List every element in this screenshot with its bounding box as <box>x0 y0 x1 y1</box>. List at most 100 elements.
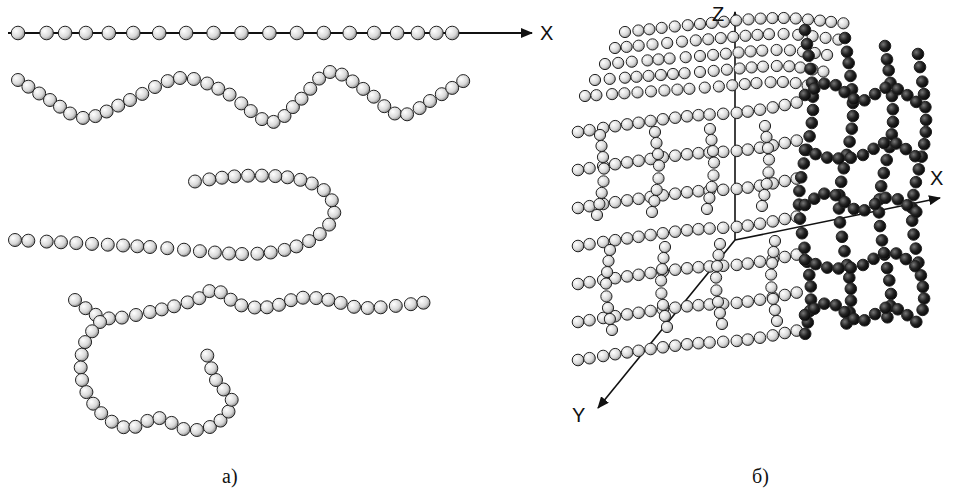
bead <box>754 104 766 116</box>
bead <box>304 82 317 95</box>
bead <box>754 294 766 306</box>
bead <box>708 49 719 60</box>
bead <box>878 167 890 179</box>
bead <box>672 84 683 95</box>
bead <box>76 374 89 387</box>
bead <box>79 26 93 40</box>
bead <box>633 307 645 319</box>
bead <box>430 26 444 40</box>
bead <box>572 354 584 366</box>
bead <box>141 414 154 427</box>
bead <box>649 126 660 137</box>
bead <box>763 154 774 165</box>
bead <box>596 187 607 198</box>
bead <box>656 288 667 299</box>
bead <box>878 137 890 149</box>
bead <box>731 183 743 195</box>
bead <box>669 340 681 352</box>
bead <box>216 171 229 184</box>
bead <box>572 202 584 214</box>
bead <box>868 143 880 155</box>
bead <box>659 310 670 321</box>
bead <box>791 135 803 147</box>
bead <box>810 148 822 160</box>
bead <box>256 113 269 126</box>
bead <box>609 348 621 360</box>
bead <box>681 301 693 313</box>
bead <box>742 182 754 194</box>
bead <box>911 206 923 218</box>
bead <box>621 347 633 359</box>
bead <box>880 302 892 314</box>
bead <box>704 109 716 121</box>
bead <box>794 213 806 225</box>
bead <box>859 205 871 217</box>
bead <box>821 262 833 274</box>
bead <box>757 61 768 72</box>
bead <box>645 115 657 127</box>
bead <box>713 81 724 92</box>
bead <box>659 241 670 252</box>
bead <box>910 243 922 255</box>
bead <box>572 240 584 252</box>
bead <box>607 89 618 100</box>
bead <box>664 53 675 64</box>
bead <box>601 291 612 302</box>
bead <box>74 361 87 374</box>
bead <box>317 184 330 197</box>
bead <box>596 140 607 151</box>
bead <box>713 249 724 260</box>
bead <box>591 209 602 220</box>
bead <box>754 332 766 344</box>
bead <box>621 309 633 321</box>
bead <box>161 242 174 255</box>
bead <box>805 281 817 293</box>
bead <box>731 335 743 347</box>
bead <box>703 34 714 45</box>
bead <box>887 104 899 116</box>
bead <box>645 343 657 355</box>
bead <box>859 315 871 327</box>
bead <box>784 61 795 72</box>
bead <box>881 54 893 66</box>
bead <box>751 78 762 89</box>
axis-arrow <box>598 240 735 408</box>
bead <box>669 226 681 238</box>
bead <box>752 29 763 40</box>
bead <box>297 291 310 304</box>
bead <box>179 26 193 40</box>
bead <box>717 336 729 348</box>
bead <box>621 195 633 207</box>
bead <box>838 18 849 29</box>
bead <box>746 62 757 73</box>
bead <box>621 41 632 52</box>
bead <box>714 307 725 318</box>
bead <box>771 44 782 55</box>
bead <box>165 416 178 429</box>
bead <box>768 246 779 257</box>
bead <box>806 117 818 129</box>
bead <box>669 150 681 162</box>
bead <box>604 313 615 324</box>
bead <box>203 173 216 186</box>
bead <box>912 48 924 60</box>
bead <box>847 110 859 122</box>
bead <box>251 247 264 260</box>
bead <box>445 26 459 40</box>
bead <box>621 119 633 131</box>
bead <box>778 28 789 39</box>
bead <box>804 131 816 143</box>
bead <box>657 342 669 354</box>
bead <box>805 63 817 75</box>
bead <box>657 299 668 310</box>
bead <box>857 149 869 161</box>
bead <box>795 172 807 184</box>
bead <box>645 229 657 241</box>
bead <box>694 50 705 61</box>
bead <box>273 298 286 311</box>
bead <box>779 175 791 187</box>
bead <box>708 157 719 168</box>
bead <box>881 154 893 166</box>
bead <box>244 105 257 118</box>
bead <box>798 158 810 170</box>
